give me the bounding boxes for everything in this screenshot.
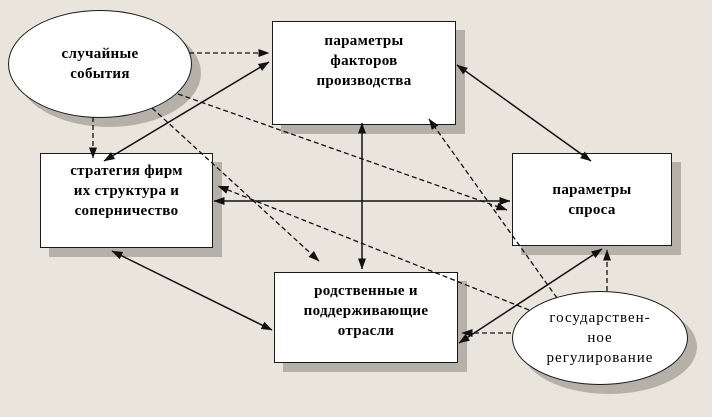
node-label-line: факторов <box>330 53 398 69</box>
node-demand-parameters: параметры спроса <box>512 153 672 246</box>
node-chance-events: случайные события <box>8 10 192 118</box>
node-related-industries: родственные и поддерживающие отрасли <box>274 272 458 363</box>
node-firm-strategy: стратегия фирм их структура и соперничес… <box>40 153 213 248</box>
node-label-line: случайные <box>61 46 139 62</box>
node-label-line: регулирование <box>546 350 654 366</box>
node-label-line: поддерживающие <box>303 303 429 319</box>
node-label-line: ное <box>587 330 613 346</box>
node-government-regulation: государствен- ное регулирование <box>512 291 688 385</box>
node-label-line: параметры <box>552 181 632 198</box>
node-label-line: их структура и <box>73 183 180 199</box>
node-label-line: соперничество <box>74 203 179 219</box>
node-label-line: параметры <box>324 33 404 49</box>
node-label-line: отрасли <box>337 323 395 339</box>
node-label-line: производства <box>316 73 412 89</box>
node-label-line: стратегия фирм <box>70 163 183 179</box>
edge-strategy-related <box>111 250 273 331</box>
node-label-line: спроса <box>568 201 616 218</box>
node-label-line: события <box>70 66 130 82</box>
node-label-line: государствен- <box>549 310 651 326</box>
node-factor-parameters: параметры факторов производства <box>272 21 456 125</box>
node-label-line: родственные и <box>314 283 418 299</box>
edge-factors-demand <box>456 64 592 162</box>
